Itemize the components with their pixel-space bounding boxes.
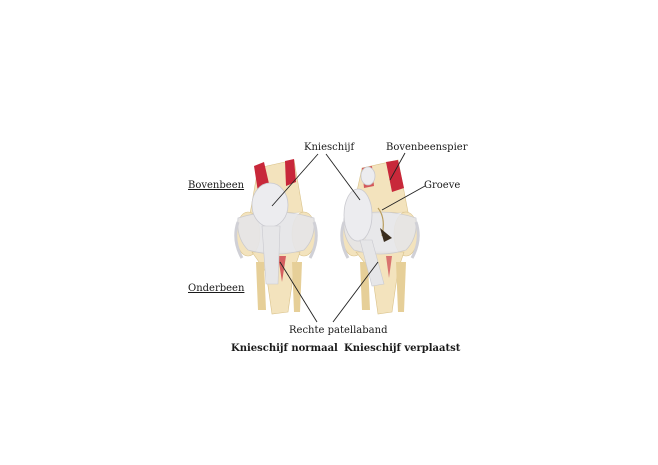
patellar-tendon-normal [261,225,281,285]
leader-lines [271,152,426,323]
patella-displaced [343,188,373,242]
patellar-tendon-displaced [359,239,385,287]
leader-patellaband-left [279,261,318,323]
label-groeve: Groeve [424,180,461,191]
caption-displaced: Knieschijf verplaatst [344,343,461,354]
label-rechte-patellaband: Rechte patellaband [289,325,388,336]
caption-normal: Knieschijf normaal [231,343,338,354]
leader-patellaband-right [332,261,379,323]
label-bovenbeen: Bovenbeen [188,180,245,191]
leader-groeve [381,185,426,211]
displaced-knee [340,159,420,315]
leader-knieschijf-left [271,153,319,207]
label-bovenbeenspier: Bovenbeenspier [386,142,468,153]
normal-knee [234,159,318,315]
thigh-muscle-displaced [386,160,404,192]
label-knieschijf: Knieschijf [304,142,355,153]
label-onderbeen: Onderbeen [188,283,245,294]
leader-bovenbeenspier [389,152,406,181]
fibula-normal [292,262,302,312]
patella-normal [251,182,289,228]
leader-knieschijf-right [325,153,361,201]
